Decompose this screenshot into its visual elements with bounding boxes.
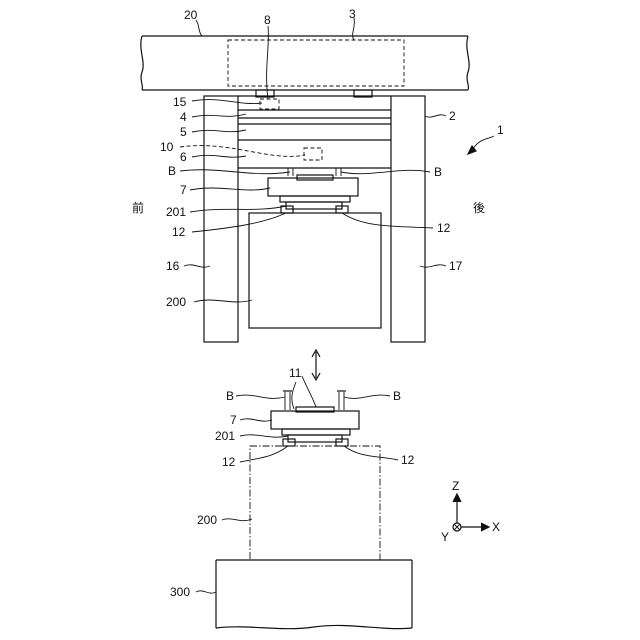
ceiling-beam-20 [141,36,469,90]
label-200: 200 [166,295,186,309]
axis-label-x: X [492,520,500,534]
label-5: 5 [180,125,187,139]
label-B-lower-left: B [226,389,234,403]
label-1: 1 [497,123,504,137]
label-rear: 後 [473,201,485,215]
dashed-sensor-8 [260,99,279,109]
coordinate-axes [453,494,489,531]
vertical-motion-arrow [312,350,320,380]
label-7-lower: 7 [230,413,237,427]
label-front: 前 [132,200,144,215]
assembly-1-arrow [468,136,494,154]
label-20: 20 [184,8,198,22]
workpiece-200-lower [250,446,380,560]
workpiece-200-upper [249,213,381,328]
label-10: 10 [160,140,174,154]
gripper-201-lower [283,435,348,446]
label-12-left: 12 [172,225,186,239]
frame-column-16 [204,96,238,342]
dashed-sensor-10 [304,148,322,160]
label-2: 2 [449,109,456,123]
label-12-right: 12 [437,221,451,235]
label-15: 15 [173,95,187,109]
frame-column-17 [391,96,425,342]
label-16: 16 [166,259,180,273]
label-B-right: B [434,165,442,179]
label-300: 300 [170,585,190,599]
label-8: 8 [264,13,271,27]
plates [238,96,391,168]
label-12-lower-left: 12 [222,455,236,469]
label-201: 201 [166,205,186,219]
label-17: 17 [449,259,463,273]
head-7 [268,175,358,202]
label-3: 3 [349,7,356,21]
label-B-left: B [168,164,176,178]
label-7: 7 [180,183,187,197]
label-B-lower-right: B [393,389,401,403]
label-11: 11 [289,366,302,380]
axis-label-y: Y [441,530,449,544]
gripper-201 [281,202,348,213]
axis-label-z: Z [452,479,459,493]
label-6: 6 [180,150,187,164]
label-200-lower: 200 [197,513,217,527]
label-201-lower: 201 [215,429,235,443]
label-4: 4 [180,110,187,124]
dashed-unit-3 [228,40,404,86]
leader-lines [180,18,446,593]
base-300 [216,560,412,629]
label-12-lower-right: 12 [401,453,415,467]
